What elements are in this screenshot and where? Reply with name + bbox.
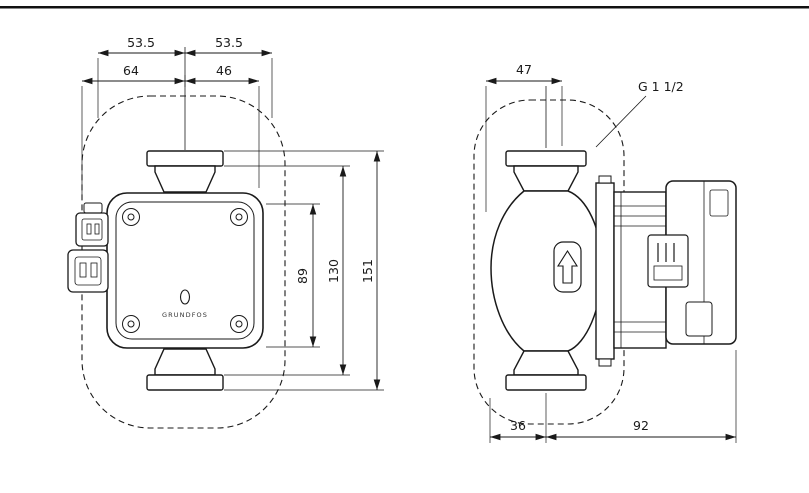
dim-width-chain xyxy=(81,75,260,198)
brand-logo-text: GRUNDFOS xyxy=(162,311,208,319)
dim-46: 46 xyxy=(216,63,232,78)
terminal-box-detail xyxy=(709,189,729,217)
side-top-flange xyxy=(505,150,587,167)
motor-mounting-plate xyxy=(595,182,615,360)
motor-plug-assembly xyxy=(647,234,689,288)
dim-151: 151 xyxy=(360,259,375,283)
front-bottom-flange xyxy=(146,374,224,391)
electrical-connectors xyxy=(67,202,109,293)
phantom-outline-front xyxy=(81,95,286,429)
pump-volute-side xyxy=(490,190,603,352)
front-view: 53.5 53.5 64 46 xyxy=(67,35,384,429)
page-top-border xyxy=(0,6,809,9)
thread-leader-line xyxy=(595,95,647,148)
dim-top-halves xyxy=(97,49,273,118)
dim-36: 36 xyxy=(510,418,526,433)
dim-bottom-chain xyxy=(489,350,737,443)
dim-64: 64 xyxy=(123,63,139,78)
dim-53-5-right: 53.5 xyxy=(215,35,243,50)
thread-size-label: G 1 1/2 xyxy=(638,79,684,94)
pump-faceplate xyxy=(115,201,255,340)
side-top-neck xyxy=(513,165,579,192)
flow-direction-emblem xyxy=(553,241,582,293)
clamp-bolt-bottom xyxy=(598,358,612,367)
brand-logo-icon xyxy=(179,289,191,305)
stator-ribs xyxy=(614,192,666,348)
side-bottom-neck xyxy=(513,350,579,376)
clamp-bolt-top xyxy=(598,175,612,184)
dim-130: 130 xyxy=(326,259,341,283)
corner-screws xyxy=(122,208,248,333)
dim-92: 92 xyxy=(633,418,649,433)
front-bottom-neck xyxy=(154,348,216,376)
side-bottom-flange xyxy=(505,374,587,391)
dim-47-group xyxy=(485,77,563,212)
connector-latch xyxy=(83,202,103,214)
side-view: 47 G 1 1/2 xyxy=(473,62,737,443)
front-top-neck xyxy=(154,165,216,193)
front-top-flange xyxy=(146,150,224,167)
dim-89: 89 xyxy=(295,268,310,284)
dim-53-5-left: 53.5 xyxy=(127,35,155,50)
dim-47: 47 xyxy=(516,62,532,77)
cable-plug xyxy=(685,301,713,337)
up-arrow-icon xyxy=(557,249,578,284)
dim-vertical-group xyxy=(224,150,384,391)
